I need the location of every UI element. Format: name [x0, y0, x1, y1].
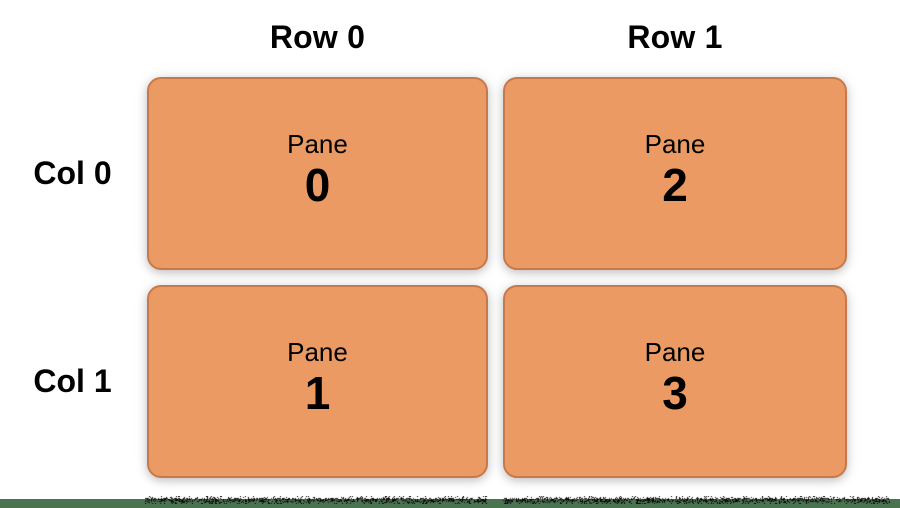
pane-0: Pane 0: [147, 77, 488, 270]
pane-1-text: Pane 1: [287, 337, 348, 417]
pane-number: 3: [662, 369, 688, 417]
pane-title: Pane: [645, 337, 706, 367]
column-header-row-0: Row 0: [147, 20, 488, 54]
pane-2-text: Pane 2: [645, 129, 706, 209]
pane-number: 2: [662, 161, 688, 209]
pane-3: Pane 3: [503, 285, 847, 478]
pane-1: Pane 1: [147, 285, 488, 478]
pane-title: Pane: [645, 129, 706, 159]
pane-title: Pane: [287, 129, 348, 159]
pane-2: Pane 2: [503, 77, 847, 270]
pane-0-text: Pane 0: [287, 129, 348, 209]
pane-title: Pane: [287, 337, 348, 367]
column-header-row-1: Row 1: [503, 20, 847, 54]
pane-3-text: Pane 3: [645, 337, 706, 417]
pane-number: 0: [305, 161, 331, 209]
row-label-col-1: Col 1: [0, 285, 145, 478]
row-label-col-0: Col 0: [0, 77, 145, 270]
pane-number: 1: [305, 369, 331, 417]
noise-strip: [145, 496, 890, 504]
